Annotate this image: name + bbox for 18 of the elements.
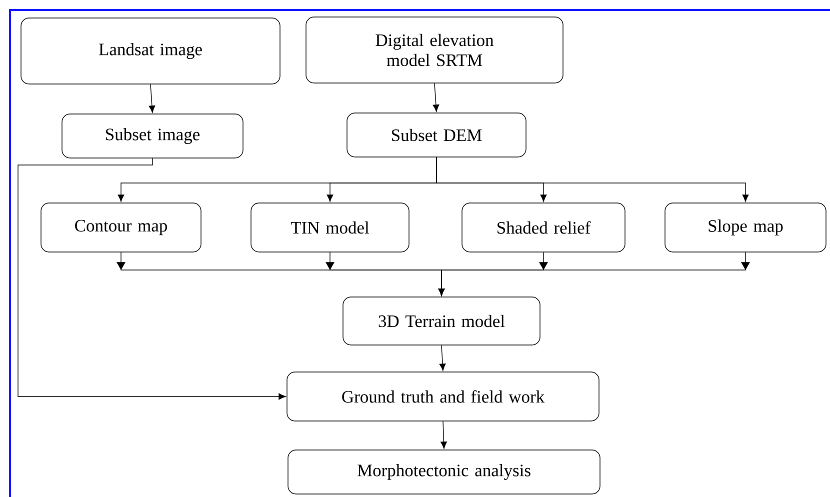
arrow (148, 84, 156, 113)
process-box: TIN model (250, 202, 410, 252)
process-box: Contour map (40, 202, 202, 252)
process-box: Digital elevation model SRTM (306, 16, 564, 84)
process-box: 3D Terrain model (342, 296, 540, 346)
arrow (439, 344, 446, 371)
process-box: Landsat image (20, 18, 280, 84)
process-box: Subset DEM (346, 112, 526, 158)
arrow (438, 252, 750, 296)
arrow (436, 157, 749, 202)
process-box: Shaded relief (462, 202, 626, 252)
process-box: Slope map (664, 202, 826, 252)
arrow (432, 83, 440, 112)
process-box: Subset image (62, 114, 244, 158)
process-box: Ground truth and field work (286, 372, 600, 422)
process-box: Morphotectonic analysis (288, 450, 600, 494)
arrow (440, 420, 447, 449)
arrow (18, 158, 286, 400)
